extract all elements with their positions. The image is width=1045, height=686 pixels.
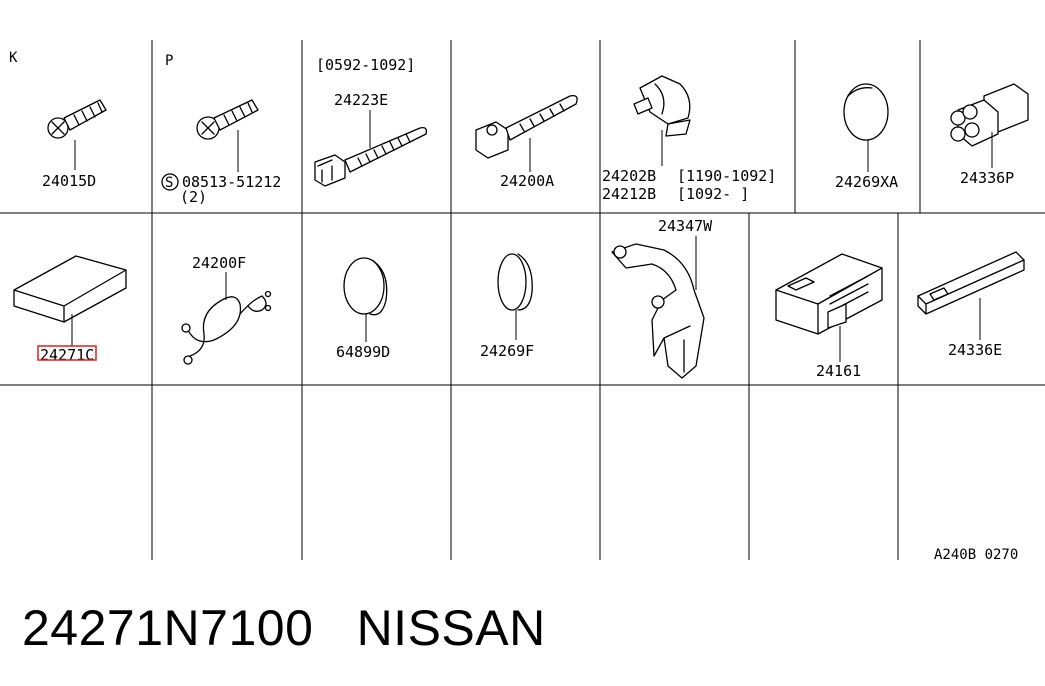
cell-24200F[interactable]: 24200F bbox=[181, 254, 272, 365]
cell-24161[interactable]: 24161 bbox=[775, 253, 883, 380]
harness-clip-icon bbox=[633, 75, 691, 137]
label-24336E: 24336E bbox=[948, 341, 1002, 359]
label-24202B: 24202B bbox=[602, 167, 656, 185]
part-number: 24271N7100 bbox=[22, 600, 314, 656]
cell-24202B-24212B[interactable]: 24202B [1190-1092] 24212B [1092- ] bbox=[602, 75, 776, 203]
cell-08513-51212[interactable]: P S 08513-51212 (2) bbox=[161, 53, 281, 206]
bracket-icon bbox=[611, 243, 705, 379]
label-24200F: 24200F bbox=[192, 254, 246, 272]
pad-icon bbox=[13, 255, 127, 323]
clip-strap-icon bbox=[475, 95, 578, 159]
label-24269F: 24269F bbox=[480, 342, 534, 360]
label-24161: 24161 bbox=[816, 362, 861, 380]
brand-name: NISSAN bbox=[356, 600, 546, 656]
label-08513-qty: (2) bbox=[180, 188, 207, 206]
cell-24223E[interactable]: [0592-1092] 24223E bbox=[314, 56, 428, 187]
footer-part-number: 24271N7100 NISSAN bbox=[22, 600, 546, 656]
label-24271C: 24271C bbox=[40, 346, 94, 364]
grommet-icon bbox=[843, 83, 889, 141]
bolt-icon bbox=[196, 99, 259, 140]
range-24202B: [1190-1092] bbox=[677, 167, 776, 185]
s-symbol-icon bbox=[161, 173, 179, 191]
cell-24271C[interactable]: 24271C bbox=[13, 255, 127, 364]
cell-24336E[interactable]: 24336E bbox=[917, 251, 1025, 359]
cell-letter-k: K bbox=[9, 50, 18, 66]
s-symbol: S bbox=[165, 175, 173, 191]
cell-24200A[interactable]: 24200A bbox=[475, 95, 578, 190]
label-24336P: 24336P bbox=[960, 169, 1014, 187]
grid bbox=[0, 40, 1045, 560]
label-24212B: 24212B bbox=[602, 185, 656, 203]
label-64899D: 64899D bbox=[336, 343, 390, 361]
diagram-code: A240B 0270 bbox=[934, 547, 1018, 560]
cell-24336P[interactable]: 24336P bbox=[950, 83, 1029, 187]
label-24223E: 24223E bbox=[334, 91, 388, 109]
date-range-24223E: [0592-1092] bbox=[316, 56, 415, 74]
cell-64899D[interactable]: 64899D bbox=[336, 257, 390, 361]
cell-24015D[interactable]: K 24015D bbox=[9, 50, 107, 190]
relay-box-icon bbox=[775, 253, 883, 335]
cell-letter-p: P bbox=[165, 53, 173, 69]
grommet-icon bbox=[497, 253, 533, 311]
cell-24269F[interactable]: 24269F bbox=[480, 253, 534, 360]
connector-icon bbox=[950, 83, 1029, 147]
label-24269XA: 24269XA bbox=[835, 173, 898, 191]
highlight-box bbox=[37, 345, 97, 361]
connector-icon bbox=[917, 251, 1025, 315]
parts-diagram: K 24015D P S 08513-51212 (2) [0592-1092]… bbox=[0, 40, 1045, 560]
cell-24347W[interactable]: 24347W bbox=[611, 217, 713, 379]
cell-24269XA[interactable]: 24269XA bbox=[835, 83, 898, 191]
label-24200A: 24200A bbox=[500, 172, 554, 190]
cable-tie-icon bbox=[314, 126, 428, 187]
wire-harness-icon bbox=[181, 290, 272, 365]
bolt-icon bbox=[47, 99, 107, 139]
grommet-icon bbox=[343, 257, 388, 316]
range-24212B: [1092- ] bbox=[677, 185, 749, 203]
label-24347W: 24347W bbox=[658, 217, 713, 235]
label-08513-51212: 08513-51212 bbox=[182, 173, 281, 191]
label-24015D: 24015D bbox=[42, 172, 96, 190]
